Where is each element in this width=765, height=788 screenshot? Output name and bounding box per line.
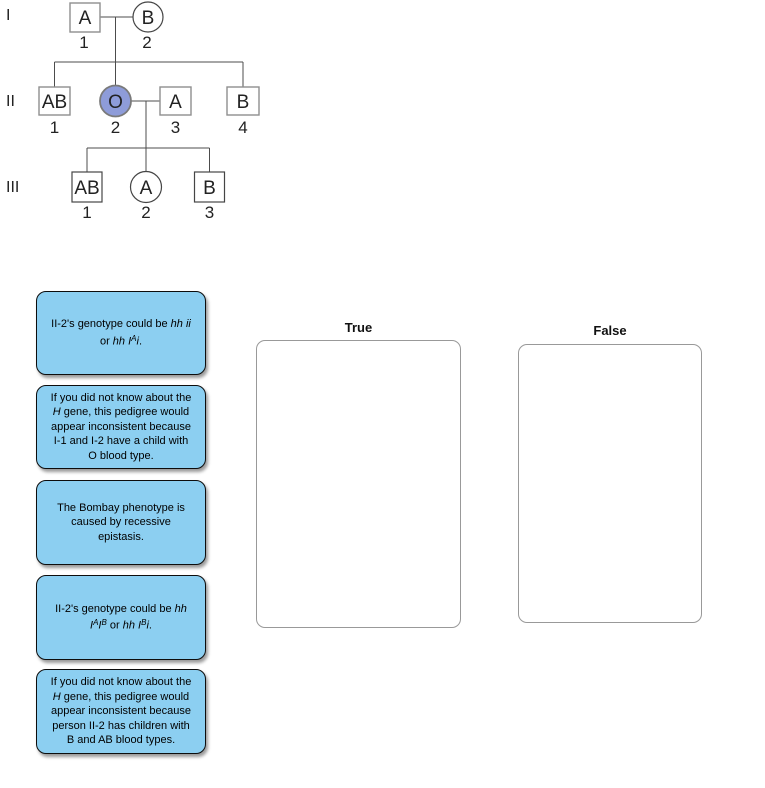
- blood-type-label: AB: [42, 92, 67, 113]
- individual-number: 3: [171, 118, 180, 137]
- individual-number: 2: [111, 118, 120, 137]
- male-symbol: [69, 2, 101, 33]
- pedigree-member-III-2: A 2: [129, 170, 163, 222]
- male-symbol: [226, 86, 260, 116]
- true-zone-label: True: [344, 320, 373, 335]
- generation-label-3: III: [6, 179, 19, 196]
- statement-card-inconsistent-B-AB-children[interactable]: If you did not know about the H gene, th…: [36, 669, 206, 754]
- individual-number: 4: [238, 118, 247, 137]
- female-symbol: [132, 1, 164, 33]
- statement-card-genotype-hh-ii[interactable]: II-2's genotype could be hh ii or hh IAi…: [36, 291, 206, 375]
- individual-number: 1: [82, 203, 91, 222]
- pedigree-member-II-2: O 2: [99, 84, 132, 137]
- individual-number: 1: [50, 118, 59, 137]
- pedigree-member-II-1: AB 1: [38, 86, 71, 137]
- generation-label-2: II: [6, 93, 15, 110]
- statement-text: The Bombay phenotype is caused by recess…: [57, 501, 185, 543]
- individual-number: 2: [141, 203, 150, 222]
- individual-number: 2: [142, 33, 151, 52]
- pedigree-member-III-3: B 3: [193, 171, 226, 222]
- blood-type-label: A: [140, 178, 153, 199]
- pedigree-member-I-1: A 1: [69, 2, 101, 52]
- blood-type-label: B: [237, 92, 250, 113]
- blood-type-label: B: [142, 8, 155, 29]
- pedigree-member-II-4: B 4: [226, 86, 260, 137]
- female-symbol-affected: [99, 84, 132, 118]
- statement-text: II-2's genotype could be hh IAIB or hh I…: [55, 602, 187, 632]
- blood-type-label: B: [203, 178, 216, 199]
- false-zone-label: False: [593, 323, 627, 338]
- statement-text: II-2's genotype could be hh ii or hh IAi…: [51, 318, 191, 348]
- blood-type-label: A: [169, 92, 182, 113]
- statement-card-inconsistent-O-child[interactable]: If you did not know about the H gene, th…: [36, 385, 206, 469]
- false-drop-zone[interactable]: [518, 344, 702, 623]
- true-drop-zone[interactable]: [256, 340, 461, 628]
- blood-type-label: A: [79, 8, 92, 29]
- blood-type-label: AB: [74, 178, 99, 199]
- statement-card-bombay-epistasis[interactable]: The Bombay phenotype is caused by recess…: [36, 480, 206, 565]
- blood-type-label: O: [108, 92, 123, 113]
- pedigree-lines: [54, 16, 244, 172]
- male-symbol: [159, 86, 192, 116]
- statement-card-genotype-hh-IAIB[interactable]: II-2's genotype could be hh IAIB or hh I…: [36, 575, 206, 660]
- individual-number: 1: [79, 33, 88, 52]
- female-symbol: [129, 170, 163, 204]
- statement-text: If you did not know about the H gene, th…: [50, 391, 192, 462]
- male-symbol: [38, 86, 71, 116]
- male-symbol: [193, 171, 226, 203]
- individual-number: 3: [205, 203, 214, 222]
- male-symbol: [71, 171, 103, 203]
- pedigree-member-I-2: B 2: [132, 1, 164, 52]
- pedigree-chart: I II III A 1 B 2 AB 1 O 2 A: [6, 1, 260, 222]
- generation-label-1: I: [6, 7, 10, 24]
- pedigree-member-II-3: A 3: [159, 86, 192, 137]
- pedigree-member-III-1: AB 1: [71, 171, 103, 222]
- statement-text: If you did not know about the H gene, th…: [50, 676, 192, 747]
